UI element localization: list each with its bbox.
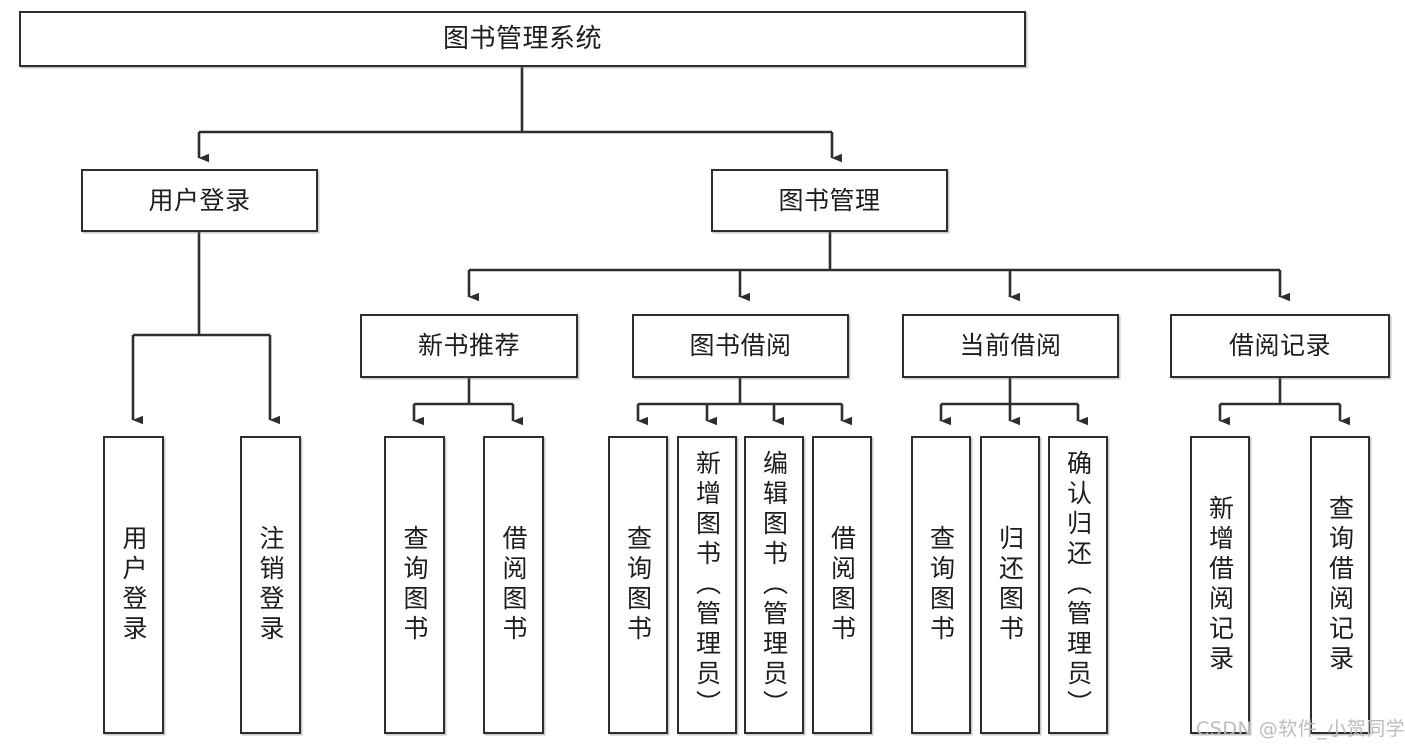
node-label: 查询图书 xyxy=(400,525,429,645)
leaf-query-borrow-record[interactable]: 查询借阅记录 xyxy=(1310,436,1370,734)
leaf-confirm-return-admin[interactable]: 确认归还（管理员） xyxy=(1048,436,1108,734)
node-label: 注销登录 xyxy=(256,525,285,645)
node-label: 借阅图书 xyxy=(827,525,857,645)
leaf-borrow-book[interactable]: 借阅图书 xyxy=(812,436,872,734)
node-current-borrow[interactable]: 当前借阅 xyxy=(902,314,1119,378)
edge-userlogin-to-leaves xyxy=(131,232,280,425)
node-book-management[interactable]: 图书管理 xyxy=(711,169,948,232)
node-label: 图书管理系统 xyxy=(442,23,602,54)
node-label: 借阅记录 xyxy=(1228,331,1331,361)
node-label: 归还图书 xyxy=(995,525,1025,645)
leaf-borrow-book-recommend[interactable]: 借阅图书 xyxy=(483,436,544,734)
leaf-edit-book-admin[interactable]: 编辑图书（管理员） xyxy=(744,436,804,734)
leaf-return-book[interactable]: 归还图书 xyxy=(980,436,1040,734)
node-root-book-management-system[interactable]: 图书管理系统 xyxy=(19,11,1026,67)
node-label: 用户登录 xyxy=(148,185,251,215)
leaf-add-borrow-record[interactable]: 新增借阅记录 xyxy=(1190,436,1250,734)
edge-bookmgmt-to-level3 xyxy=(467,232,1290,302)
node-label: 确认归还（管理员） xyxy=(1063,450,1093,720)
leaf-add-book-admin[interactable]: 新增图书（管理员） xyxy=(677,436,737,734)
node-borrow-record[interactable]: 借阅记录 xyxy=(1170,314,1390,378)
node-label: 查询图书 xyxy=(623,525,653,645)
node-label: 借阅图书 xyxy=(499,525,528,645)
node-label: 编辑图书（管理员） xyxy=(759,450,789,720)
edge-newbook-to-leaves xyxy=(412,378,523,426)
leaf-logout[interactable]: 注销登录 xyxy=(240,436,301,734)
node-label: 新书推荐 xyxy=(417,331,520,361)
leaf-query-book-recommend[interactable]: 查询图书 xyxy=(384,436,445,734)
node-book-borrow[interactable]: 图书借阅 xyxy=(632,314,849,378)
leaf-user-login[interactable]: 用户登录 xyxy=(103,436,164,734)
watermark-csdn: CSDN @软件_小贺同学 xyxy=(1196,718,1405,740)
node-label: 当前借阅 xyxy=(959,331,1062,361)
leaf-query-book-current[interactable]: 查询图书 xyxy=(911,436,971,734)
edge-root-to-level2 xyxy=(197,67,842,163)
node-label: 查询借阅记录 xyxy=(1325,495,1355,675)
node-label: 用户登录 xyxy=(119,525,148,645)
node-label: 图书管理 xyxy=(778,185,881,215)
edge-current-to-leaves xyxy=(939,378,1088,426)
node-new-book-recommend[interactable]: 新书推荐 xyxy=(360,314,578,378)
leaf-query-book-borrow[interactable]: 查询图书 xyxy=(608,436,668,734)
node-user-login[interactable]: 用户登录 xyxy=(81,169,318,232)
node-label: 新增借阅记录 xyxy=(1205,495,1235,675)
node-label: 查询图书 xyxy=(926,525,956,645)
edge-record-to-leaves xyxy=(1218,378,1350,426)
edge-borrow-to-leaves xyxy=(636,378,852,426)
node-label: 图书借阅 xyxy=(689,331,792,361)
node-label: 新增图书（管理员） xyxy=(692,450,722,720)
